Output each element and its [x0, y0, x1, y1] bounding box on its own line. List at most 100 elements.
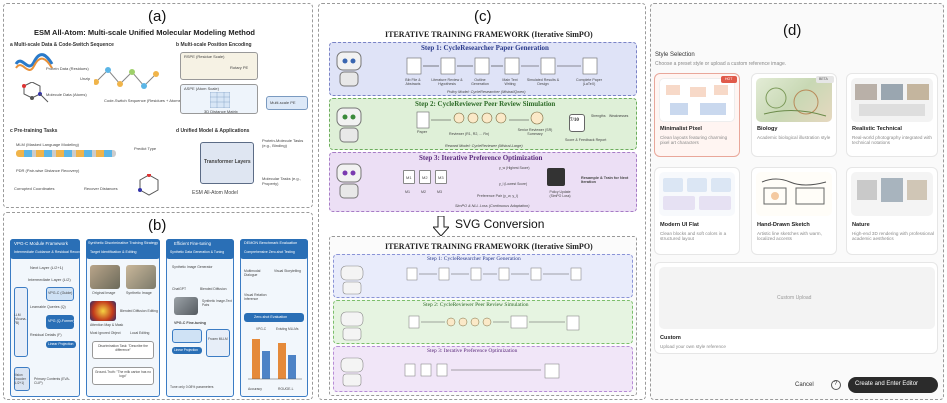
distance-label: 3D Distance Matrix	[204, 109, 238, 114]
beta-badge	[816, 76, 834, 83]
svg-step3-title: Step 3: Iterative Preference Optimizatio…	[427, 348, 518, 354]
weaknesses-label: Weaknesses	[609, 114, 629, 118]
style-desc-3: Clean blocks and soft colors in a struct…	[660, 231, 727, 241]
frozen-box	[206, 329, 230, 357]
app2-label: Molecular Tasks (e.g., Property)	[262, 176, 301, 186]
panel-a-label: (a)	[148, 8, 167, 25]
fine-tuning-header	[166, 239, 234, 259]
s3-node-0: M1	[403, 170, 415, 184]
style-name-2: Realistic Technical	[852, 126, 902, 132]
tune-only-label: Tune only 0.08% parameters	[170, 385, 214, 389]
panel-a: (a) ESM All-Atom: Multi-scale Unified Mo…	[3, 3, 313, 208]
style-selection-heading: Style Selection	[655, 52, 695, 58]
vpgc-guide-box	[46, 287, 74, 301]
s1-node-1: Literature Review & Hypothesis	[431, 78, 463, 86]
hot-badge	[721, 76, 737, 83]
aspe-label: ASPE (Atom Scale)	[184, 86, 219, 91]
hot-badge-label: HOT	[725, 77, 733, 81]
title-top: ITERATIVE TRAINING FRAMEWORK (Iterative …	[385, 30, 593, 39]
style-name-1: Biology	[757, 126, 778, 132]
pairs-thumb	[174, 297, 198, 315]
biology-preview	[756, 78, 832, 122]
custom-upload-area[interactable]	[659, 267, 935, 329]
benchmark-bars	[248, 339, 302, 380]
style-card-hand-drawn-sketch[interactable]: Hand-Drawn Sketch Artistic line sketches…	[751, 167, 837, 255]
minimalist-pixel-preview	[659, 78, 735, 122]
s1-node-5: Complete Paper (LaTeX)	[576, 78, 602, 86]
multimodal-label: Multimodal Dialogue	[244, 269, 261, 277]
blended2-label: Blended Diffusion	[200, 287, 227, 291]
transformer-label: Transformer Layers	[204, 159, 251, 165]
synthetic-training-header	[86, 239, 160, 259]
style-card-biology[interactable]: BETA Biology Academic biological illustr…	[751, 73, 837, 157]
predict-label: Predict Type	[134, 146, 157, 151]
mlm-bar	[16, 150, 116, 157]
s2-reward: Reward Model: CycleReviewer (Mistral-Lar…	[445, 144, 523, 148]
legend-b: Existing MLLMs	[276, 327, 299, 331]
fine-tuning-column	[166, 239, 234, 397]
s2-node-0: Paper	[417, 130, 428, 134]
col2-title: Synthetic Discriminative Training Strate…	[88, 241, 159, 245]
style-desc-1: Academic biological illustration style	[757, 135, 831, 140]
hand-drawn-sketch-preview	[756, 172, 832, 216]
style-card-modern-ui-flat[interactable]: Modern UI Flat Clean blocks and soft col…	[654, 167, 740, 255]
title-bottom: ITERATIVE TRAINING FRAMEWORK (Iterative …	[385, 242, 593, 251]
robot-icon	[336, 51, 362, 87]
create-editor-button[interactable]	[848, 377, 938, 393]
resample-label: Resample & Train for Next Iteration	[581, 176, 629, 184]
molecule-icon	[22, 82, 49, 103]
vpg-label: VPG (Q-Former)	[48, 319, 75, 323]
s1-node-2: Outline Generation	[471, 78, 489, 86]
orig-label: Original Image	[92, 291, 116, 295]
style-desc-5: High-end 3D rendering with professional …	[852, 231, 934, 241]
step1-title: Step 1: CycleResearcher Paper Generation	[421, 44, 549, 52]
s3-node-4: M2	[421, 190, 426, 194]
s3-node-1: M2	[419, 170, 431, 184]
optimizer-robot-icon	[336, 163, 362, 199]
panel-b: (b) VPG-C Module Framework Intermediate …	[3, 212, 313, 400]
down-arrow-icon	[433, 216, 449, 236]
s3-node-5: M3	[437, 190, 442, 194]
linproj-box	[46, 341, 76, 348]
style-card-nature[interactable]: Nature High-end 3D rendering with profes…	[846, 167, 938, 255]
s2-node-2: Senior Reviewer (SR) Summary	[517, 128, 553, 136]
s2-reviewer-icons	[416, 111, 544, 129]
panel-b-label: (b)	[148, 217, 167, 234]
help-button[interactable]	[831, 380, 841, 390]
style-card-minimalist-pixel[interactable]: HOT Minimalist Pixel Clean layouts featu…	[654, 73, 740, 157]
learnable-label: Learnable Queries (Q)	[30, 305, 66, 309]
lowest-label: y_l (Lowest Score)	[499, 182, 528, 186]
x2-label: ROUGE-L	[278, 387, 294, 391]
panel-d: (d) Style Selection Choose a preset styl…	[650, 3, 944, 400]
primary-label: Primary Contents (EVA-CLIP)	[34, 377, 70, 385]
legend-a: VPG-C	[256, 327, 267, 331]
create-editor-label: Create and Enter Editor	[855, 381, 919, 387]
style-card-custom[interactable]: Custom Upload Custom Upload your own sty…	[654, 262, 938, 354]
app1-label: Protein-Molecule Tasks (e.g., Binding)	[262, 138, 304, 148]
style-name-5: Nature	[852, 222, 870, 228]
residual-label: Residual Details (F)	[30, 333, 62, 337]
s1-node-4: Simulated Results & Design	[526, 78, 560, 86]
realistic-technical-preview	[851, 78, 933, 122]
custom-name: Custom	[660, 335, 681, 341]
original-image-thumb	[90, 265, 120, 289]
zero-shot-box	[244, 313, 304, 322]
style-card-realistic-technical[interactable]: Realistic Technical Real-world photograp…	[846, 73, 938, 157]
sec-c-heading: c Pre-training Tasks	[10, 128, 58, 134]
ground-box	[92, 367, 154, 385]
modern-ui-flat-preview	[659, 172, 735, 216]
simpo-label: SimPO & NLL Loss (Continuous Adaptation)	[455, 204, 530, 208]
step3-box	[329, 152, 637, 212]
disc-box	[92, 341, 154, 359]
score-label: 7/10	[570, 118, 579, 123]
cancel-button[interactable]: Cancel	[795, 382, 814, 388]
svg-step3-box	[333, 346, 633, 392]
molecule-label: Molecule Data (Atoms)	[46, 92, 87, 97]
synth-label: Synthetic Image	[126, 291, 152, 295]
style-desc-2: Real-world photography integrated with t…	[852, 135, 932, 145]
s2-node-3: Score & Feedback Report	[565, 138, 607, 142]
custom-upload-label: Custom Upload	[777, 295, 812, 301]
col4-title: DEMON Benchmark Evaluation	[244, 241, 298, 245]
beta-badge-label: BETA	[819, 77, 828, 81]
style-desc-4: Artistic line sketches with warm, locali…	[757, 231, 822, 241]
